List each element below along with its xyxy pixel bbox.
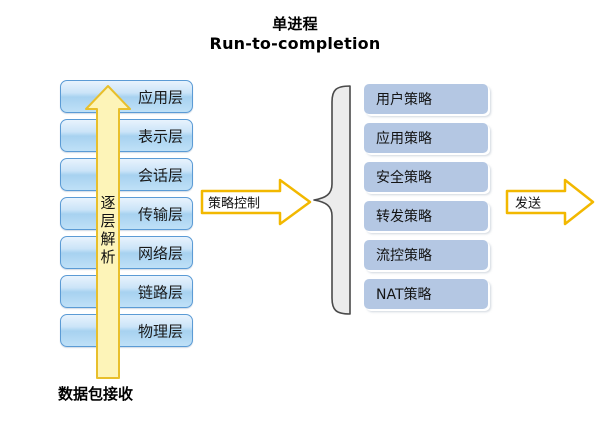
osi-layer-label: 会话层 bbox=[137, 166, 183, 184]
title-line-english: Run-to-completion bbox=[209, 34, 381, 53]
osi-layer-presentation[interactable]: 表示层 bbox=[60, 119, 193, 152]
policy-box-label: NAT策略 bbox=[376, 287, 432, 303]
osi-layer-label: 链路层 bbox=[137, 283, 183, 301]
title-line-chinese: 单进程 bbox=[272, 15, 318, 33]
upward-arrow-shape bbox=[85, 85, 131, 379]
policy-box-label: 安全策略 bbox=[376, 170, 432, 186]
page-title: 单进程 Run-to-completion bbox=[0, 14, 590, 54]
osi-layer-label: 应用层 bbox=[137, 88, 183, 106]
policy-box-stack: 用户策略 应用策略 安全策略 转发策略 流控策略 NAT策略 bbox=[364, 84, 490, 316]
policy-box-forwarding[interactable]: 转发策略 bbox=[364, 201, 488, 231]
policy-box-label: 用户策略 bbox=[376, 92, 432, 108]
osi-layer-label: 物理层 bbox=[137, 322, 183, 340]
osi-layer-label: 传输层 bbox=[137, 205, 183, 223]
policy-control-arrow[interactable]: 策略控制 bbox=[200, 178, 312, 226]
policy-box-application[interactable]: 应用策略 bbox=[364, 123, 488, 153]
osi-layer-transport[interactable]: 传输层 bbox=[60, 197, 193, 230]
policy-box-label: 应用策略 bbox=[376, 131, 432, 147]
osi-layer-label: 网络层 bbox=[137, 244, 183, 262]
osi-layer-session[interactable]: 会话层 bbox=[60, 158, 193, 191]
policy-box-user[interactable]: 用户策略 bbox=[364, 84, 488, 114]
policy-box-traffic-control[interactable]: 流控策略 bbox=[364, 240, 488, 270]
send-arrow[interactable]: 发送 bbox=[505, 178, 595, 226]
policy-box-nat[interactable]: NAT策略 bbox=[364, 279, 488, 309]
osi-layer-network[interactable]: 网络层 bbox=[60, 236, 193, 269]
policy-box-label: 流控策略 bbox=[376, 248, 432, 264]
osi-layer-stack: 应用层 表示层 会话层 传输层 网络层 链路层 物理层 bbox=[60, 80, 195, 347]
upward-parse-arrow: 逐 层 解 析 bbox=[84, 84, 132, 380]
policy-arrow-shape bbox=[200, 178, 312, 226]
osi-layer-label: 表示层 bbox=[137, 127, 183, 145]
curly-brace-shape bbox=[313, 85, 351, 315]
osi-layer-datalink[interactable]: 链路层 bbox=[60, 275, 193, 308]
packet-receive-caption: 数据包接收 bbox=[58, 385, 134, 403]
osi-layer-physical[interactable]: 物理层 bbox=[60, 314, 193, 347]
policy-group-brace bbox=[312, 84, 354, 316]
policy-box-security[interactable]: 安全策略 bbox=[364, 162, 488, 192]
send-arrow-shape bbox=[505, 178, 595, 226]
policy-box-label: 转发策略 bbox=[376, 209, 432, 225]
